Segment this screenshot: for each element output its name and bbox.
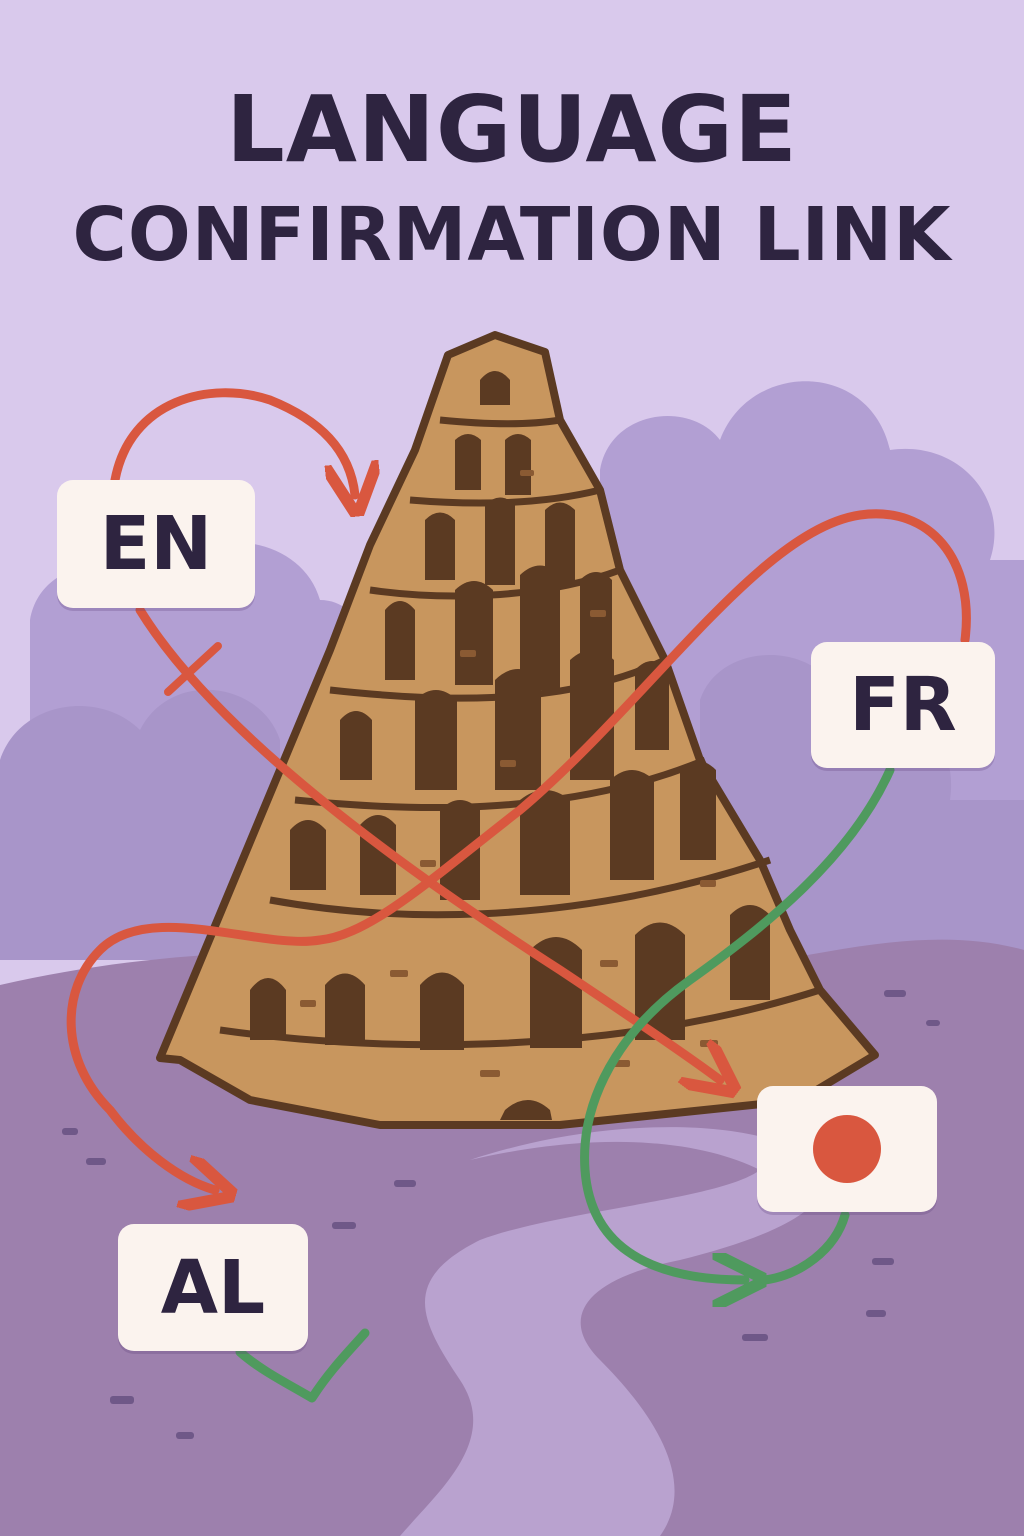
winding-path [400, 1127, 824, 1536]
cross-icon [164, 642, 222, 696]
tower-arches [250, 371, 770, 1120]
title-line-1: LANGUAGE [226, 76, 798, 183]
red-circle-flag-icon [813, 1115, 881, 1183]
pebbles [62, 990, 940, 1439]
language-card-fr[interactable]: FR [811, 642, 995, 768]
check-icon [235, 1328, 370, 1403]
language-card-jp[interactable] [757, 1086, 937, 1212]
title-line-2: CONFIRMATION LINK [72, 192, 952, 278]
language-card-en[interactable]: EN [57, 480, 255, 608]
language-card-al[interactable]: AL [118, 1224, 308, 1351]
red-arrows [66, 388, 971, 1190]
green-arrows [580, 765, 895, 1280]
